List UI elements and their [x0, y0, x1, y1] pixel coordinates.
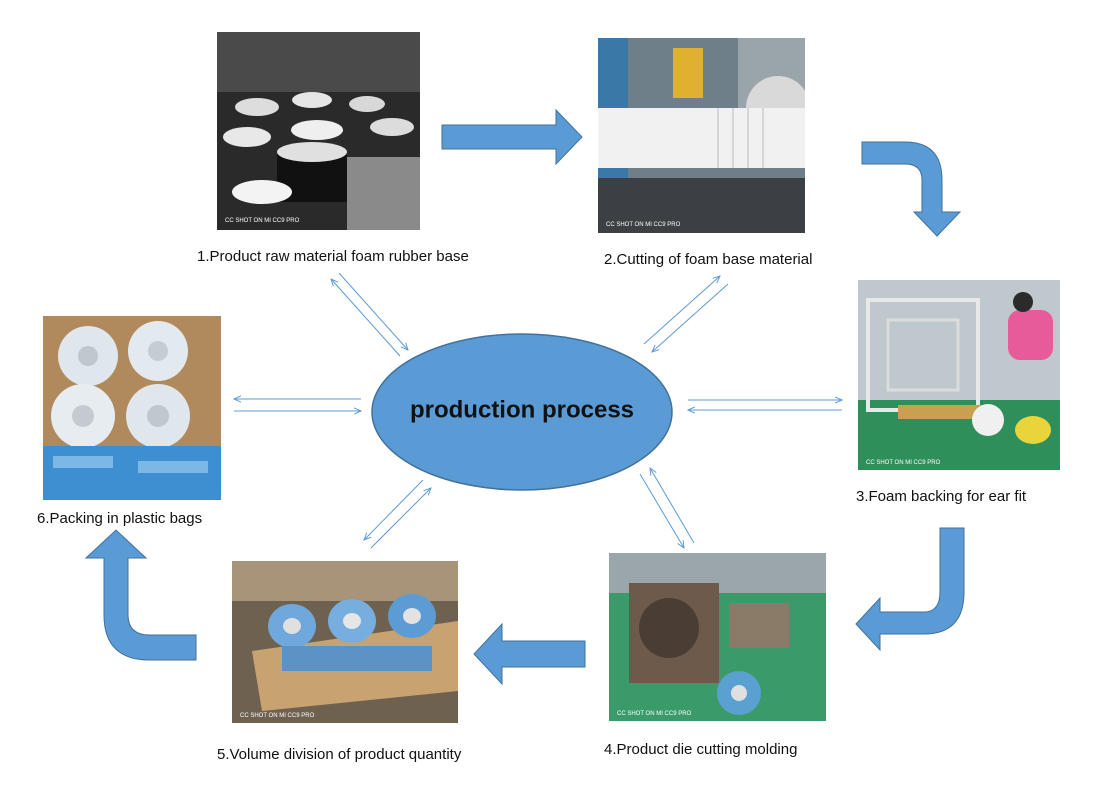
arrow-step4-to-step5 [473, 622, 586, 686]
svg-text:CC SHOT ON MI CC9 PRO: CC SHOT ON MI CC9 PRO [225, 218, 300, 224]
connector-step5 [364, 479, 431, 549]
connector-step2 [643, 276, 729, 352]
arrow-step5-to-step6 [84, 529, 197, 661]
center-ellipse [371, 333, 673, 491]
step-5-photo: CC SHOT ON MI CC9 PRO [232, 561, 458, 723]
connector-step1 [331, 272, 408, 357]
connector-step4 [639, 468, 695, 548]
svg-text:CC SHOT ON MI CC9 PRO: CC SHOT ON MI CC9 PRO [240, 713, 315, 719]
step-2-photo: CC SHOT ON MI CC9 PRO [598, 38, 805, 233]
step-1-photo: CC SHOT ON MI CC9 PRO [217, 32, 420, 230]
arrow-step1-to-step2 [441, 108, 583, 166]
arrow-step3-to-step4 [855, 527, 965, 652]
step-3-label: 3.Foam backing for ear fit [856, 488, 1027, 505]
step-4-label: 4.Product die cutting molding [604, 741, 798, 758]
step-6-label: 6.Packing in plastic bags [37, 510, 203, 527]
svg-text:CC SHOT ON MI CC9 PRO: CC SHOT ON MI CC9 PRO [606, 222, 681, 228]
center-label: production process [410, 396, 634, 423]
step-1-label: 1.Product raw material foam rubber base [197, 248, 469, 265]
svg-text:CC SHOT ON MI CC9 PRO: CC SHOT ON MI CC9 PRO [866, 460, 941, 466]
step-3-photo: CC SHOT ON MI CC9 PRO [858, 280, 1060, 470]
arrow-step2-to-step3 [861, 141, 962, 237]
step-4-photo: CC SHOT ON MI CC9 PRO [609, 553, 826, 721]
connector-step6 [234, 399, 361, 411]
connector-step3 [688, 400, 842, 410]
step-6-photo [43, 316, 221, 500]
step-2-label: 2.Cutting of foam base material [604, 251, 813, 268]
svg-text:CC SHOT ON MI CC9 PRO: CC SHOT ON MI CC9 PRO [617, 711, 692, 717]
step-5-label: 5.Volume division of product quantity [217, 746, 462, 763]
